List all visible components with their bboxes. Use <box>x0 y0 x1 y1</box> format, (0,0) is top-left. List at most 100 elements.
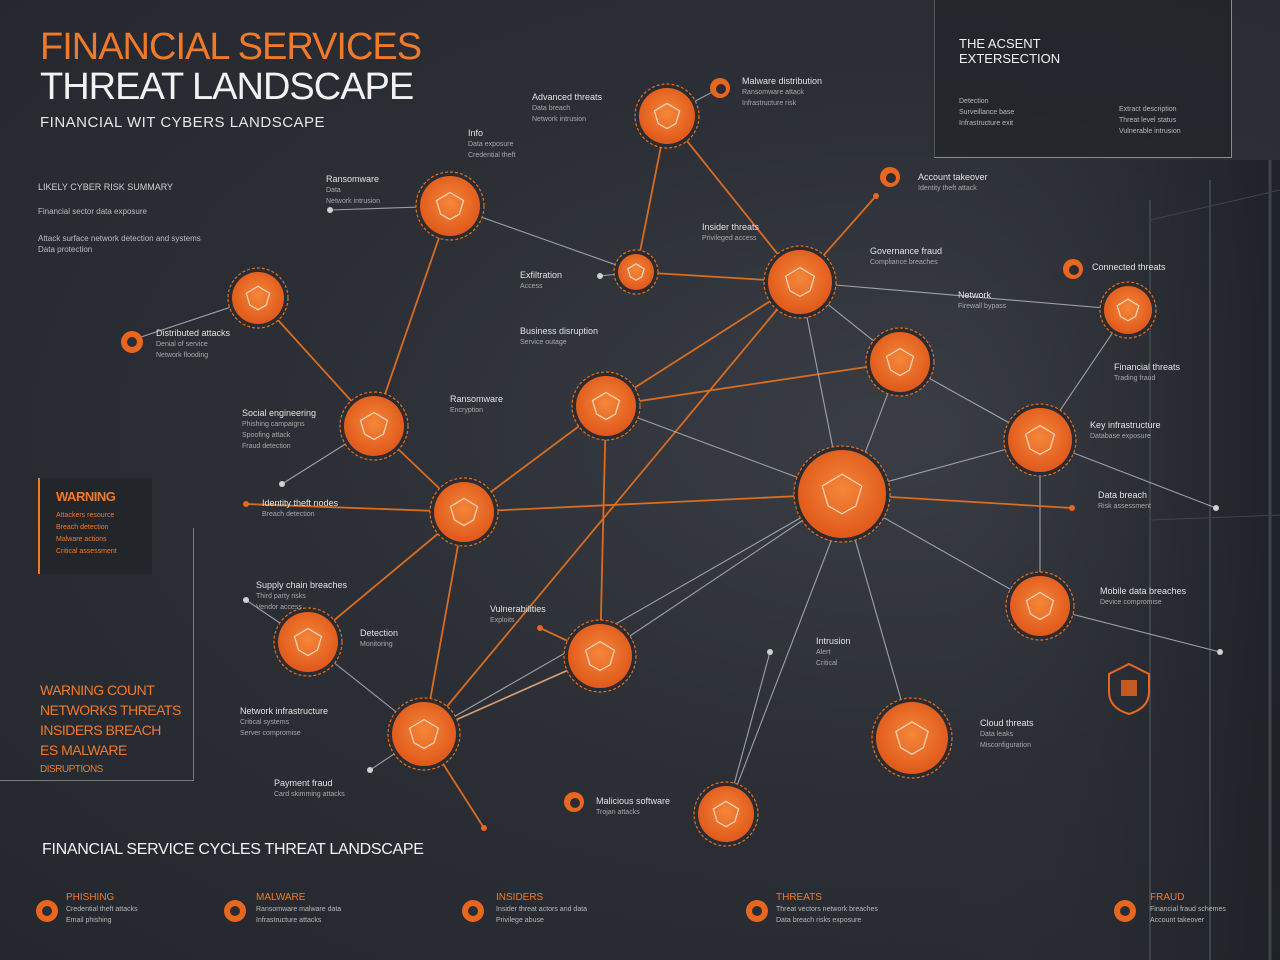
threats-icon <box>746 900 768 922</box>
threat-node-r4[interactable] <box>1003 403 1077 477</box>
left-intro-line3: Data protection <box>38 245 93 254</box>
warning-title: WARNING <box>56 489 116 504</box>
threat-node-core <box>278 612 338 672</box>
threat-node-core <box>1008 408 1072 472</box>
link-lmid-hub <box>463 493 843 513</box>
threat-node-r6[interactable] <box>1005 571 1075 641</box>
label-n-right-top: Connected threats <box>1092 262 1166 272</box>
threat-glyph-icon <box>712 800 740 828</box>
left-intro-heading: LIKELY CYBER RISK SUMMARY <box>38 182 174 192</box>
threat-node-core <box>434 482 494 542</box>
link-endpoint-dot <box>1217 649 1223 655</box>
threat-glyph-icon <box>653 102 681 130</box>
info-icon-top[interactable] <box>710 78 730 98</box>
threat-node-redsmall[interactable] <box>613 249 659 295</box>
threat-node-r2[interactable] <box>865 327 935 397</box>
phishing-icon <box>36 900 58 922</box>
shield-icon <box>1108 662 1150 716</box>
threat-node-hub[interactable] <box>793 445 891 543</box>
threat-node-left2[interactable] <box>339 391 409 461</box>
threat-glyph-icon <box>784 266 816 298</box>
threat-node-core <box>344 396 404 456</box>
threat-node-core <box>876 702 948 774</box>
threat-node-upleft[interactable] <box>415 171 485 241</box>
threat-node-core <box>618 254 654 290</box>
threat-glyph-icon <box>1116 298 1140 322</box>
threat-glyph-icon <box>821 473 863 515</box>
page-title-line2: THREAT LANDSCAPE <box>40 66 414 108</box>
threat-node-core <box>568 624 632 688</box>
threat-node-mid2[interactable] <box>563 619 637 693</box>
threat-glyph-icon <box>449 497 479 527</box>
panel-col-right: Extract description Threat level status … <box>1119 106 1181 135</box>
link-endpoint-dot <box>367 767 373 773</box>
link-mid1-mid2 <box>599 405 607 657</box>
threat-node-mid1[interactable] <box>571 371 641 441</box>
link-endpoint-dot <box>873 193 879 199</box>
threat-glyph-icon <box>408 718 440 750</box>
threat-node-core <box>576 376 636 436</box>
threat-glyph-icon <box>1024 424 1056 456</box>
threat-node-top[interactable] <box>634 83 700 149</box>
threat-node-core <box>420 176 480 236</box>
warning-tag <box>38 478 152 574</box>
link-mid1-r2 <box>605 361 901 407</box>
link-r2-bm <box>725 361 901 815</box>
threat-node-core <box>698 786 754 842</box>
threat-node-ll[interactable] <box>273 607 343 677</box>
link-endpoint-dot <box>481 825 487 831</box>
threat-node-core <box>232 272 284 324</box>
panel-col-left: Detection Surveillance base Infrastructu… <box>959 98 1015 127</box>
threat-glyph-icon <box>359 411 389 441</box>
link-endpoint-dot <box>597 273 603 279</box>
threat-glyph-icon <box>293 627 323 657</box>
threat-node-lb[interactable] <box>387 697 461 771</box>
link-endpoint-dot <box>1213 505 1219 511</box>
page-title-line1: FINANCIAL SERVICES <box>40 26 422 68</box>
threat-node-core <box>768 250 832 314</box>
link-endpoint-dot <box>1069 505 1075 511</box>
panel-title: THE ACSENT EXTERSECTION <box>959 36 1061 66</box>
threat-glyph-icon <box>627 263 645 281</box>
threat-node-core <box>639 88 695 144</box>
warning-panel-frame <box>0 528 194 781</box>
threat-node-hubtop[interactable] <box>763 245 837 319</box>
threat-node-left1[interactable] <box>227 267 289 329</box>
threat-node-bm[interactable] <box>693 781 759 847</box>
page-subtitle: FINANCIAL WIT CYBERS LANDSCAPE <box>40 114 326 131</box>
link-lb-hubtop <box>423 281 801 735</box>
info-icon-left[interactable] <box>121 331 143 353</box>
threat-node-core <box>798 450 886 538</box>
link-endpoint-dot <box>767 649 773 655</box>
threat-node-r1[interactable] <box>1099 281 1157 339</box>
threat-node-br[interactable] <box>871 697 953 779</box>
warning-summary: WARNING COUNT NETWORKS THREATS INSIDERS … <box>40 682 181 775</box>
info-icon-bottom[interactable] <box>564 792 584 812</box>
link-ext-5 <box>245 503 465 513</box>
insiders-icon <box>462 900 484 922</box>
link-endpoint-dot <box>537 625 543 631</box>
threat-node-lmid[interactable] <box>429 477 499 547</box>
footer-title: FINANCIAL SERVICE CYCLES THREAT LANDSCAP… <box>42 841 424 858</box>
network-nodes <box>227 83 1157 847</box>
info-icon-topright[interactable] <box>880 167 900 187</box>
info-icon-right[interactable] <box>1063 259 1083 279</box>
fraud-icon <box>1114 900 1136 922</box>
